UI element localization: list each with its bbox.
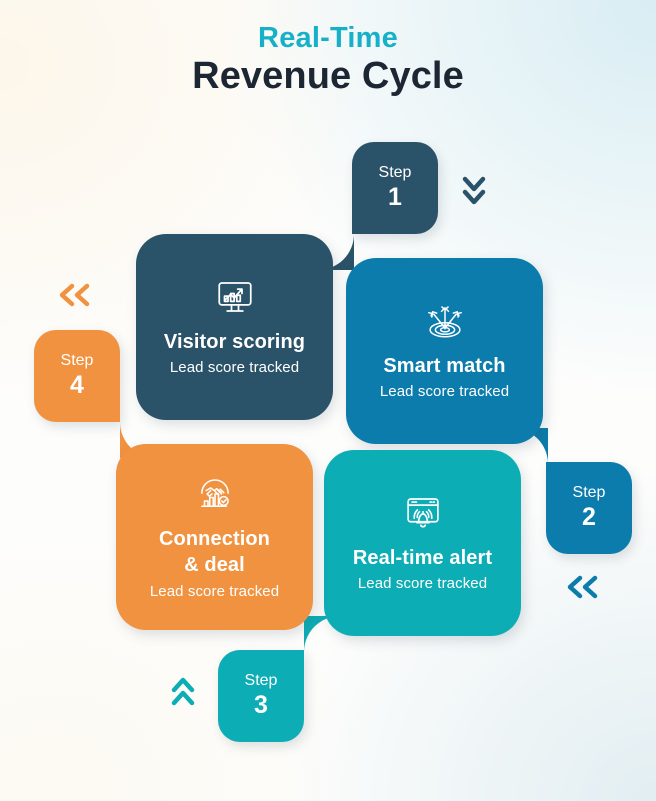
page-title: Revenue Cycle [192,55,464,98]
header: Real-Time Revenue Cycle [0,22,656,99]
chevron-down-icon [461,175,487,209]
step-card-1-subtitle: Lead score tracked [169,359,300,377]
step-connector-3 [304,616,340,652]
step-connector-1 [318,234,354,270]
step-card-2[interactable]: Smart match Lead score tracked [346,258,543,444]
step-card-3-subtitle: Lead score tracked [357,575,488,593]
chevron-left-icon [57,282,93,308]
step-tab-2-word: Step [572,483,606,501]
step-card-4-subtitle: Lead score tracked [149,582,280,600]
target-arrows-icon [422,300,468,342]
step-card-2-subtitle: Lead score tracked [379,383,510,401]
browser-bell-alert-icon [402,492,444,534]
step-card-3-title: Real-time alert [352,547,493,570]
step-tab-4-word: Step [60,351,94,369]
step-tab-4-number: 4 [70,371,84,400]
chevron-up-icon [170,676,196,710]
step-card-4-title-line1: Connection [159,527,270,550]
step-tab-1[interactable]: Step 1 [352,142,438,234]
monitor-chart-growth-icon [214,276,256,318]
step-tab-4[interactable]: Step 4 [34,330,120,422]
step-tab-3-number: 3 [254,691,268,720]
step-card-4[interactable]: Connection & deal Lead score tracked [116,444,313,630]
title-eyebrow: Real-Time [258,22,398,54]
handshake-chart-check-icon [194,473,236,515]
step-card-1[interactable]: Visitor scoring Lead score tracked [136,234,333,420]
step-card-3[interactable]: Real-time alert Lead score tracked [324,450,521,636]
step-tab-1-number: 1 [388,183,402,212]
chevron-left-icon [565,574,601,600]
step-tab-2[interactable]: Step 2 [546,462,632,554]
step-card-1-title: Visitor scoring [163,331,306,354]
step-tab-3[interactable]: Step 3 [218,650,304,742]
step-card-2-title: Smart match [383,355,506,378]
step-tab-3-word: Step [244,671,278,689]
step-connector-2 [512,428,548,464]
step-tab-1-word: Step [378,163,412,181]
step-card-4-title-line2: & deal [184,554,245,577]
step-tab-2-number: 2 [582,503,596,532]
